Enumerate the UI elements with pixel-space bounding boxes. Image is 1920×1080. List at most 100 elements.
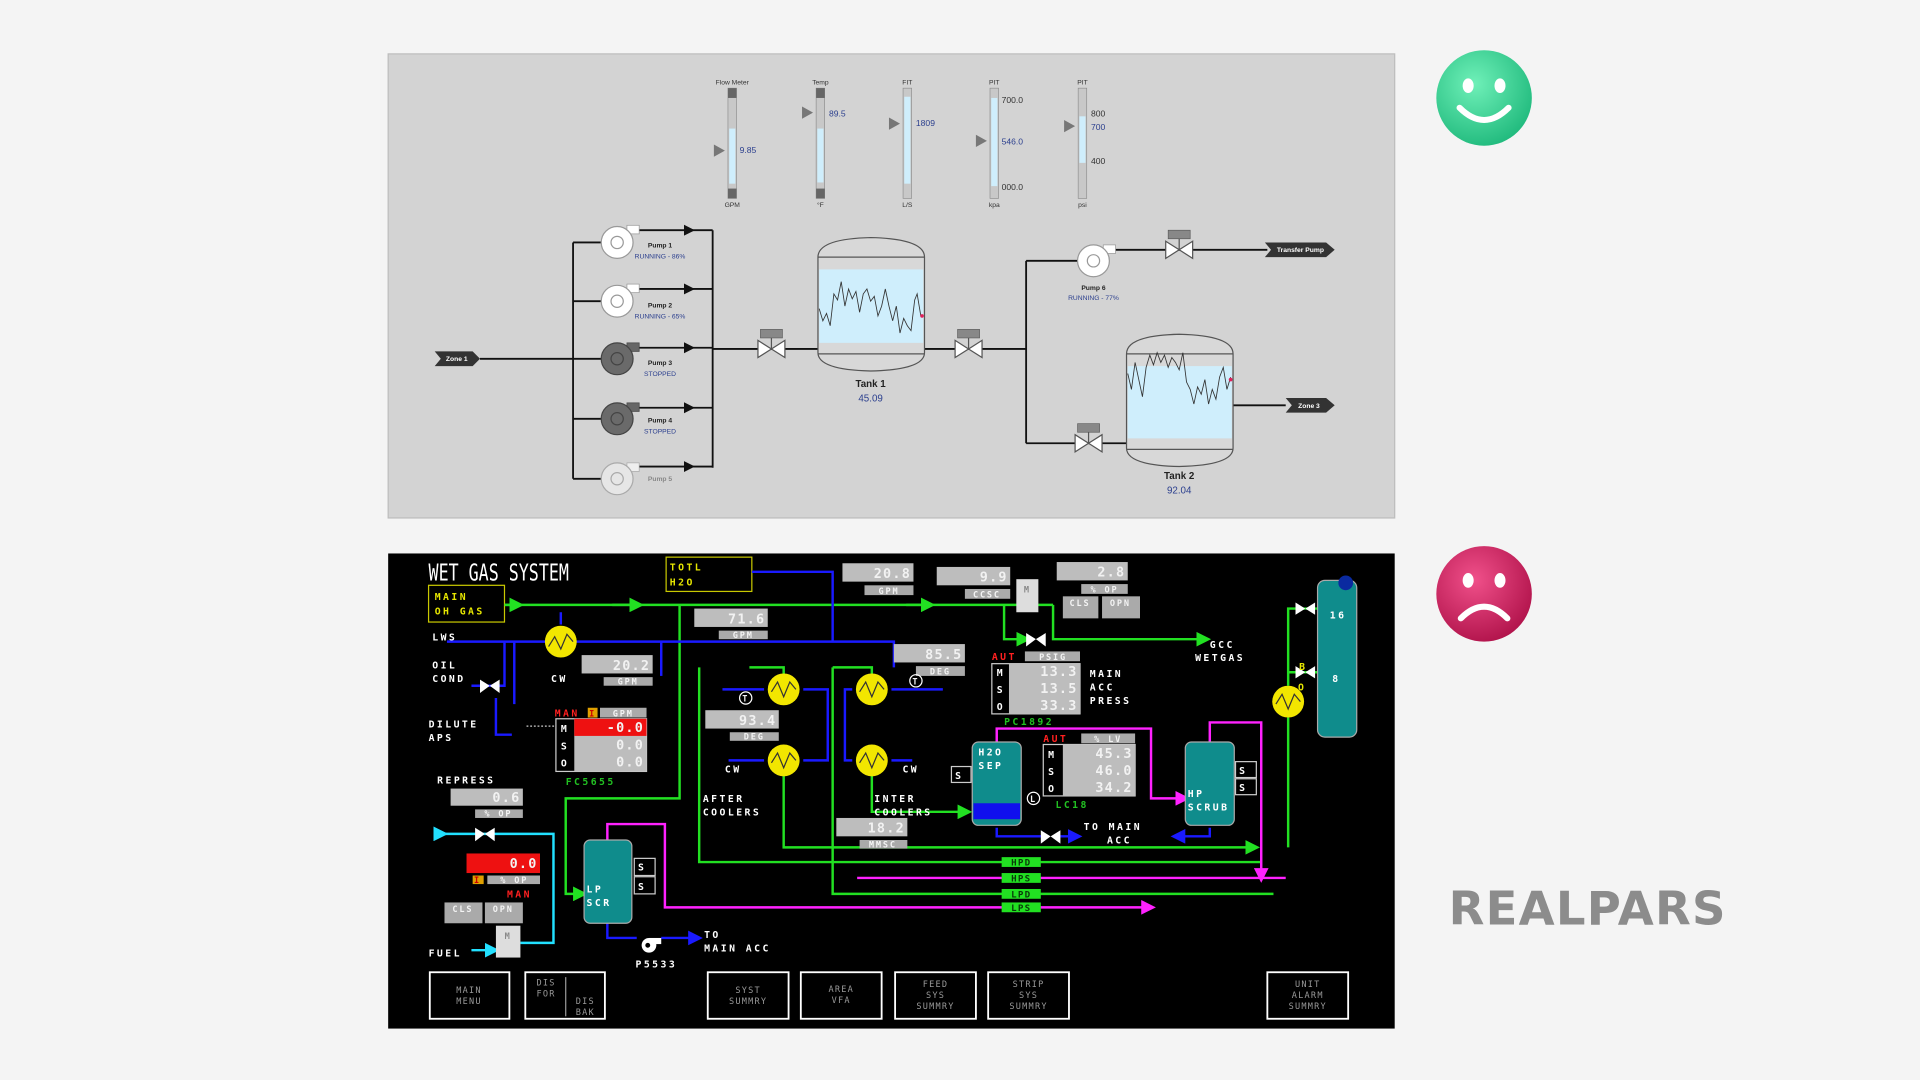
- fuel-cls-button[interactable]: CLS: [444, 902, 483, 924]
- pump-status: STOPPED: [644, 428, 676, 435]
- bad-example-mso-0-text: M: [997, 668, 1005, 679]
- valve-outlet[interactable]: [954, 329, 983, 359]
- bad-example-controllers-1-unit-text: % LV: [1094, 735, 1122, 745]
- bad-example-labels-s-text: S: [1239, 766, 1247, 777]
- bad-example-buttons-6-lines-0-text: UNIT: [1295, 980, 1321, 990]
- opn-button[interactable]: OPN: [1102, 596, 1140, 619]
- to-main-acc-label-2: MAIN ACC: [704, 943, 771, 954]
- setpoint-marker-icon: [888, 117, 900, 130]
- bad-example-labels-main-oh-gas-0-text: MAIN: [435, 592, 468, 603]
- valve-repress[interactable]: [475, 827, 495, 842]
- pump-status: STOPPED: [644, 371, 676, 378]
- zone-3-tag[interactable]: Zone 3: [1285, 397, 1335, 413]
- valve-tank-2[interactable]: [1074, 423, 1103, 453]
- bad-example-mso-2-text: O: [997, 702, 1005, 713]
- bad-example-readouts-deg-855-unit-text: DEG: [930, 668, 951, 678]
- motor-valve-ccsc[interactable]: M: [1016, 579, 1039, 613]
- good-example-tags-zone-in-text: Zone 1: [446, 356, 468, 363]
- bad-example-readouts-ccsc-value-text: 9.9: [980, 571, 1008, 586]
- pump-name: Pump 5: [648, 476, 673, 483]
- valve-main-acc[interactable]: [1026, 633, 1046, 647]
- pump-4[interactable]: Pump 4 STOPPED: [600, 402, 676, 436]
- happy-face-icon: [1436, 50, 1532, 146]
- valve-tray-16[interactable]: [1295, 602, 1316, 615]
- pump-2[interactable]: Pump 2 RUNNING - 65%: [600, 283, 685, 320]
- bad-example-controllers-2-tag-text: FC5655: [566, 777, 616, 788]
- gauge-unit: °F: [817, 201, 824, 209]
- bad-example-buttons-4-lines-0-text: FEED: [923, 980, 949, 990]
- fuel-opn-button[interactable]: OPN: [484, 902, 523, 924]
- pump-status: RUNNING - 77%: [1068, 295, 1119, 302]
- process-lines: [433, 570, 1318, 958]
- valve-h2o-sep[interactable]: [1040, 830, 1061, 844]
- bad-example-controllers-1-tag-text: LC18: [1056, 800, 1089, 811]
- main-acc-press-label: MAIN: [1090, 669, 1123, 680]
- tank-1[interactable]: Tank 1 45.09: [817, 236, 926, 405]
- bad-example-labels-t-text: T: [912, 677, 919, 687]
- bad-example-headers-3-text: LPS: [1011, 903, 1031, 914]
- bad-example-cls-text: CLS: [1070, 599, 1091, 609]
- heat-exchanger-icon: [855, 673, 888, 706]
- pump-3[interactable]: Pump 3 STOPPED: [600, 342, 676, 378]
- bad-example-labels-s-text: S: [638, 882, 646, 893]
- controller-pc1892[interactable]: AUT PSIG MSO 13.313.533.3 PC1892: [991, 651, 1081, 728]
- after-coolers-label-2: COOLERS: [703, 808, 761, 819]
- pump-6[interactable]: Pump 6 RUNNING - 77%: [1068, 244, 1119, 302]
- zone-1-tag[interactable]: Zone 1: [434, 351, 480, 367]
- bad-example-readouts-flow-202-unit-text: GPM: [618, 677, 639, 687]
- gauge-value: 89.5: [829, 108, 846, 118]
- transfer-pump-tag[interactable]: Transfer Pump: [1264, 242, 1335, 258]
- bad-example-readouts-deg-934-unit-text: DEG: [744, 733, 765, 743]
- valve-inlet[interactable]: [757, 329, 786, 359]
- readout-op-top: 2.8% OP: [1056, 562, 1128, 596]
- controller-fc5655[interactable]: MAN I GPM MSO -0.00.00.0 FC5655: [526, 707, 648, 788]
- readout-repress: 0.6% OP: [450, 788, 523, 820]
- bad-example-buttons-2-lines-0-text: SYST: [735, 986, 761, 996]
- header-lpd: LPD: [1001, 888, 1041, 901]
- heat-exchanger-icon: [855, 744, 888, 777]
- header-lps: LPS: [1001, 902, 1041, 914]
- tank-2[interactable]: Tank 2 92.04: [1125, 333, 1234, 496]
- bad-example-readouts-op-top-unit-text: % OP: [1091, 586, 1119, 596]
- motor-valve-fuel[interactable]: M: [495, 925, 521, 958]
- pump-5[interactable]: Pump 5: [600, 462, 673, 496]
- pump-p5533[interactable]: [641, 937, 662, 953]
- valve-transfer[interactable]: [1165, 229, 1194, 260]
- bad-example-headers-0-text: HPD: [1011, 858, 1031, 869]
- oil-cond-label-2: COND: [432, 674, 465, 685]
- valve-oil-cond[interactable]: [480, 679, 500, 694]
- totl-h2o-label: TOTL H2O: [665, 556, 753, 593]
- pump-1[interactable]: Pump 1 RUNNING - 86%: [600, 224, 685, 260]
- to-main-acc-label: TO: [704, 930, 721, 941]
- bad-example-opn-text: OPN: [493, 905, 514, 915]
- bad-example-labels-totl-h2o-1-text: H2O: [670, 577, 695, 588]
- heat-exchanger-icon: [767, 744, 800, 777]
- bad-example-mso-0-text: M: [1048, 750, 1056, 761]
- to-main-acc-label-b2: ACC: [1107, 836, 1132, 847]
- gauge-title: Temp: [812, 79, 829, 86]
- bad-example-mso-0-text: M: [561, 724, 569, 735]
- inter-coolers-label-2: COOLERS: [874, 808, 932, 819]
- bad-example-readouts-mmsc-value-text: 18.2: [868, 822, 905, 837]
- bad-example-mso-0-text: M: [505, 932, 512, 942]
- controller-lc18[interactable]: AUT % LV MSO 45.346.034.2 LC18: [1042, 733, 1136, 811]
- bad-example-labels-lp-scr-1-text: SCR: [587, 898, 612, 909]
- bad-example-cls-text: CLS: [452, 905, 473, 915]
- stripper-column[interactable]: 16 8 B O: [1298, 575, 1358, 738]
- valve-tray-8[interactable]: [1295, 666, 1316, 679]
- heat-exchanger-icon: [544, 625, 577, 658]
- bad-example-buttons-0-lines-0-text: MAIN: [456, 986, 482, 996]
- cls-button[interactable]: CLS: [1062, 596, 1099, 619]
